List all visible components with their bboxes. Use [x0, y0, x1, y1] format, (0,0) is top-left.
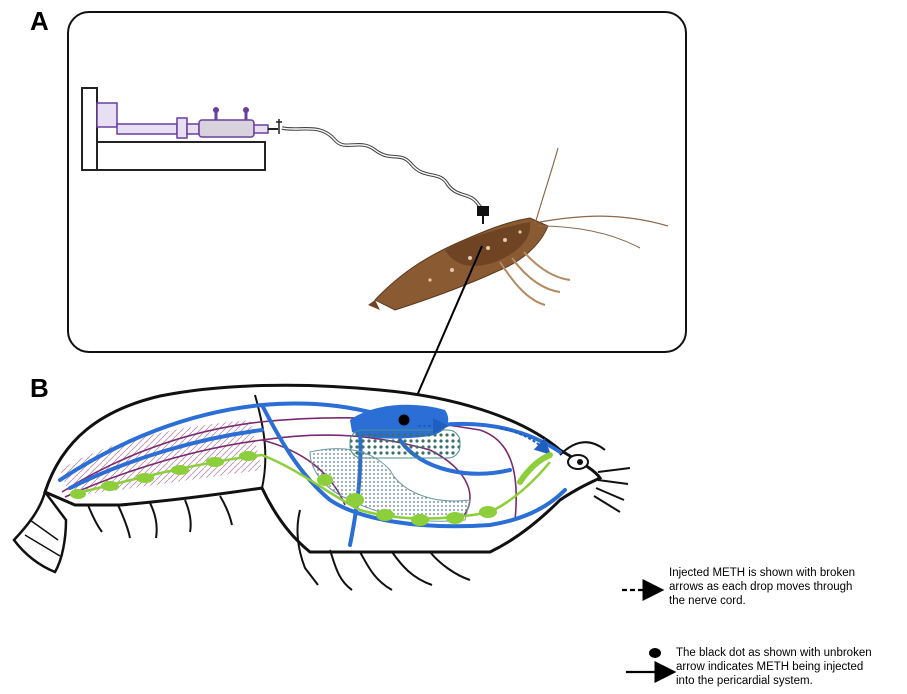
black-dot-icon — [399, 415, 410, 426]
needle-connector-icon — [477, 206, 489, 216]
crayfish-photo-icon — [368, 148, 668, 310]
legend-broken-arrow-text: Injected METH is shown with broken arrow… — [669, 566, 899, 608]
syringe-pump-icon — [82, 88, 282, 170]
injection-tube — [282, 128, 483, 210]
legend-unbroken-arrow-text: The black dot as shown with unbroken arr… — [676, 646, 904, 688]
legend-black-dot-icon — [649, 648, 661, 658]
